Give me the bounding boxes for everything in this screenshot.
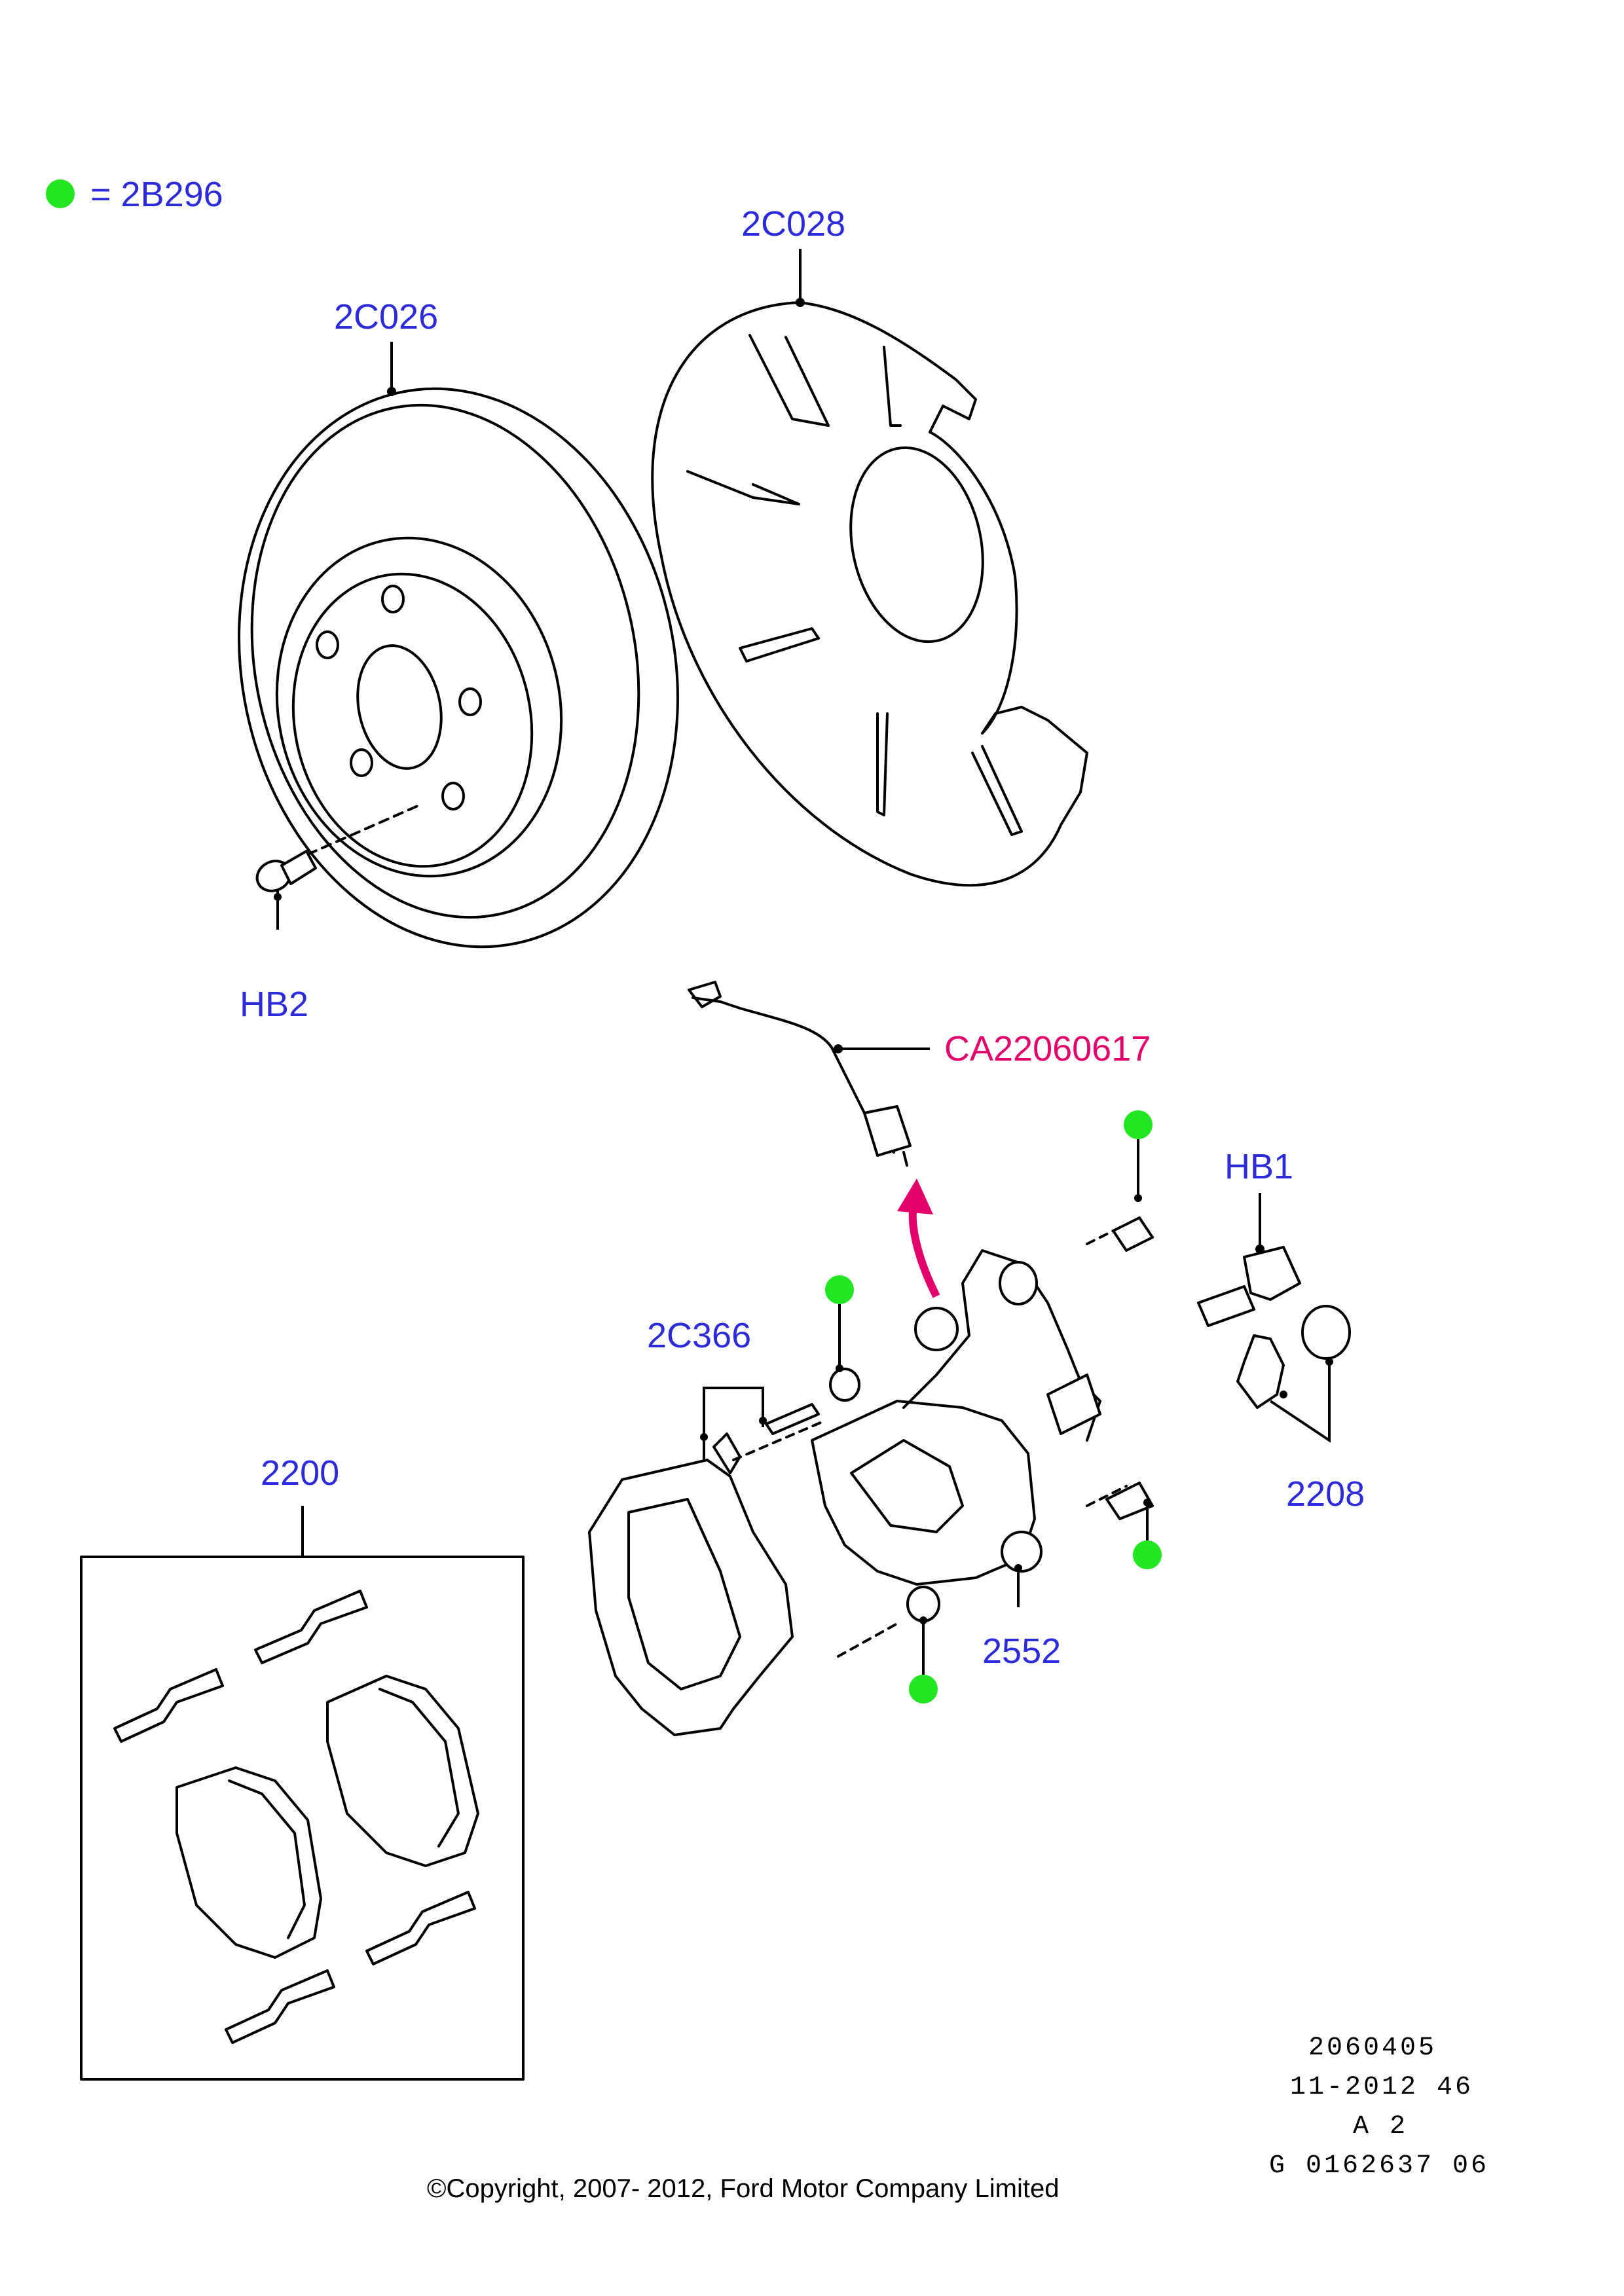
bleed-screw-hb1-drawing (1197, 1193, 1301, 1327)
connection-arrow-icon (897, 1178, 940, 1298)
reference-line-3: A 2 (1353, 2112, 1408, 2141)
copyright-notice: ©Copyright, 2007- 2012, Ford Motor Compa… (427, 2174, 1060, 2203)
marker-icon (1124, 1110, 1153, 1139)
caliper-bracket-drawing (588, 1387, 826, 1736)
callout-guide-pin-kit: 2C366 (647, 1316, 751, 1355)
callout-caliper: 2552 (982, 1631, 1061, 1671)
reference-line-4: G 0162637 06 (1269, 2151, 1489, 2181)
legend-text: = 2B296 (90, 175, 223, 214)
callout-brake-hose: CA22060617 (944, 1029, 1151, 1068)
green-markers (825, 1110, 1162, 1704)
reference-line-2: 11-2012 46 (1290, 2073, 1473, 2102)
legend: = 2B296 (46, 175, 223, 214)
drawing-reference: 2060405 11-2012 46 A 2 G 0162637 06 (1269, 2033, 1489, 2181)
brake-hose-drawing (688, 981, 930, 1167)
disc-screw-drawing (255, 850, 317, 930)
callout-bleed-screw-hb1: HB1 (1225, 1147, 1293, 1186)
callout-disc: 2C026 (334, 297, 438, 337)
callout-shield: 2C028 (741, 204, 845, 244)
caliper-drawing (811, 1216, 1154, 1658)
callout-pad-kit: 2200 (261, 1453, 339, 1493)
splash-shield-drawing (651, 301, 1088, 887)
callout-disc-screw: HB2 (240, 985, 308, 1024)
marker-icon (1133, 1540, 1162, 1569)
brake-disc-drawing (238, 387, 679, 949)
marker-icon (909, 1675, 938, 1704)
callout-bleed-valve-cap: 2208 (1286, 1474, 1365, 1514)
pad-kit-drawing (80, 1506, 525, 2081)
reference-line-1: 2060405 (1308, 2033, 1437, 2063)
bleed-valve-drawing (1236, 1305, 1351, 1443)
legend-marker-icon (46, 179, 75, 208)
marker-icon (825, 1275, 854, 1304)
